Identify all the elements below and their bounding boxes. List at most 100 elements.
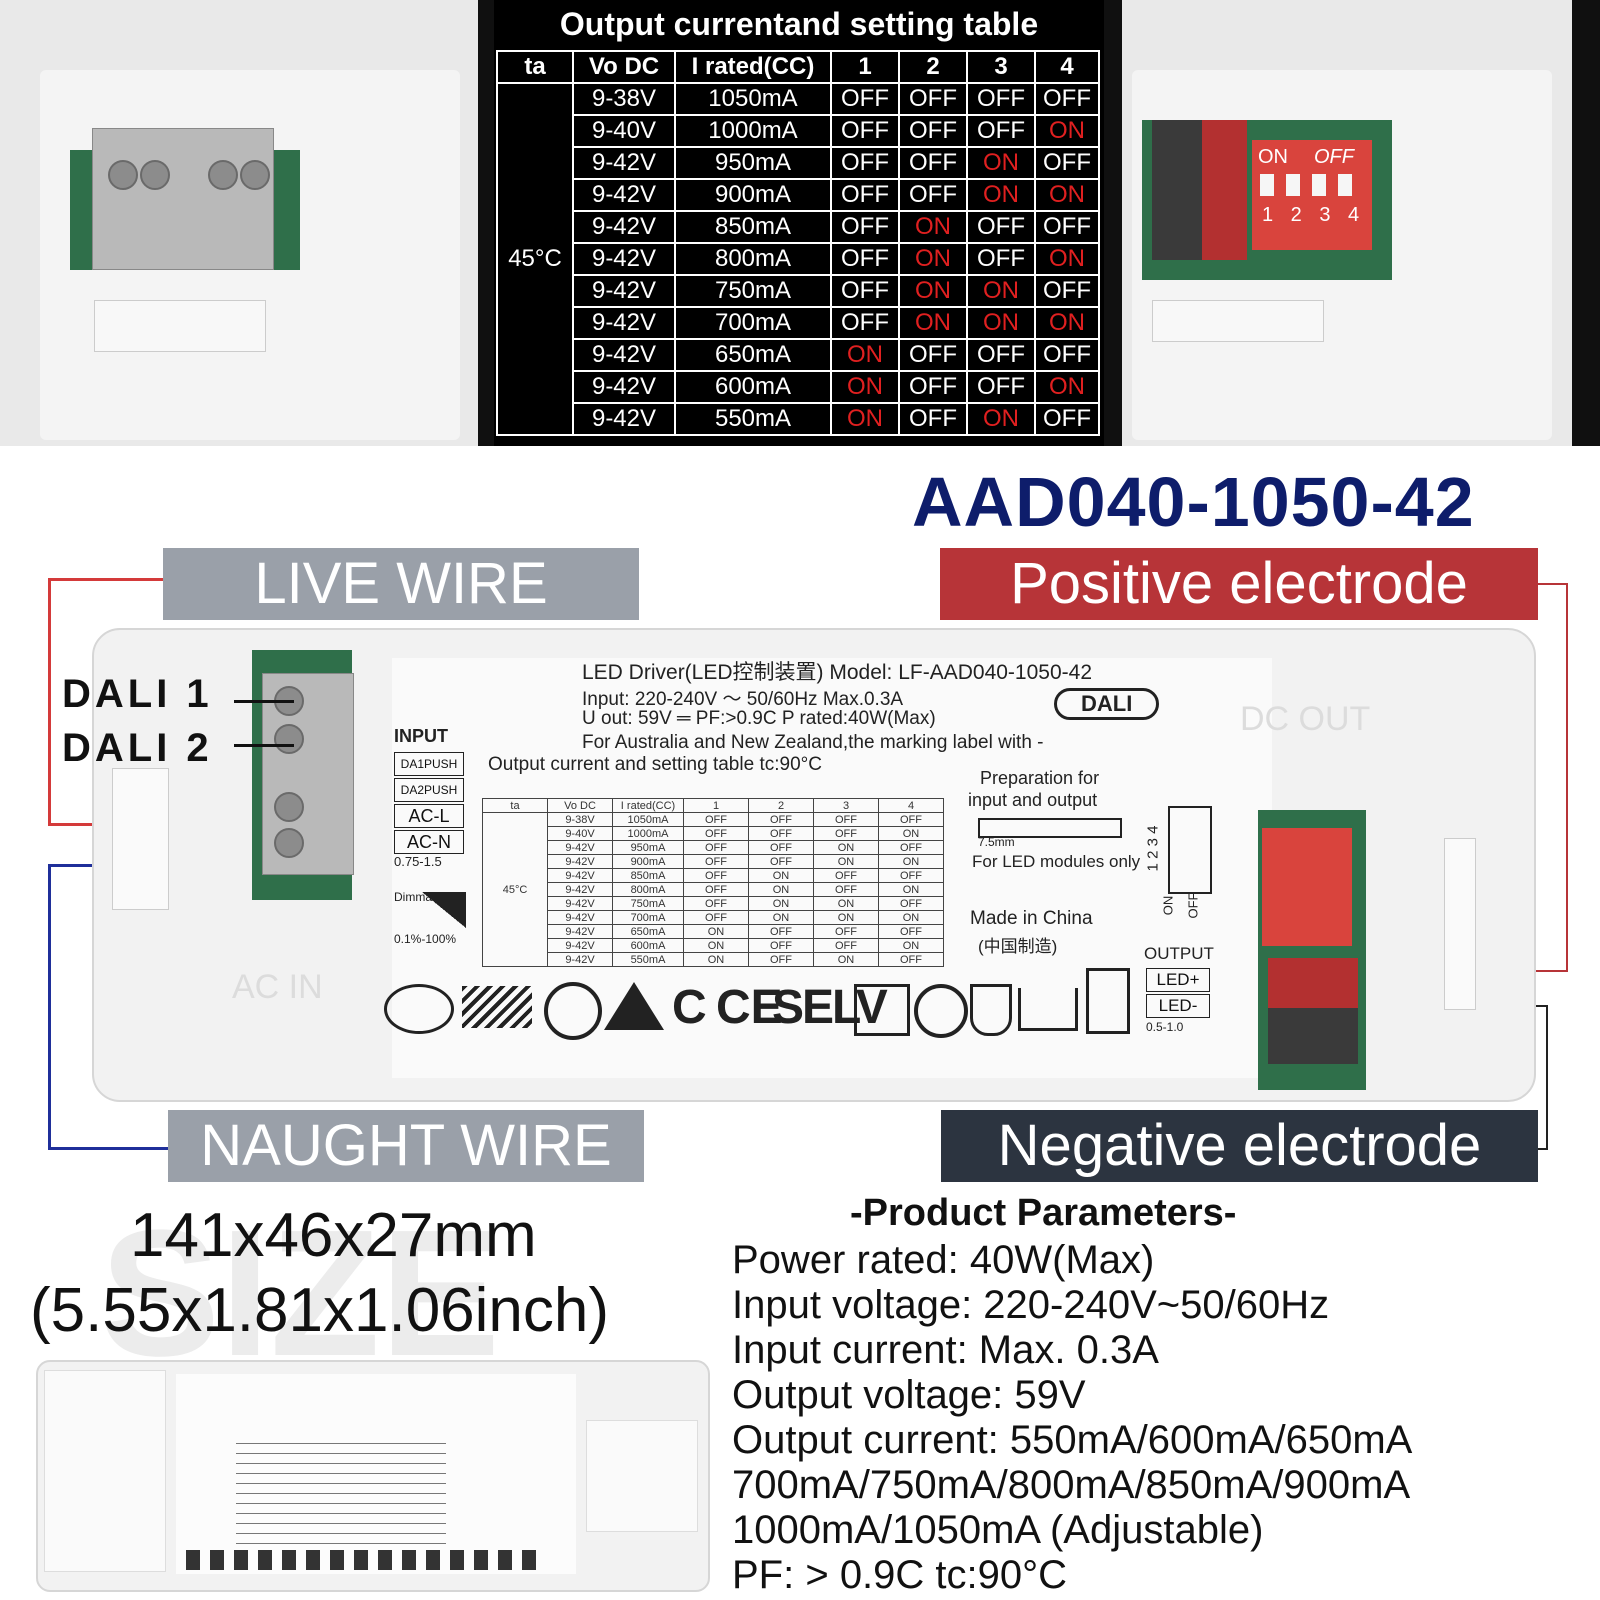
table-cell: 9-40V bbox=[572, 114, 676, 148]
live-wire-line bbox=[48, 578, 165, 581]
table-cell: ON bbox=[966, 178, 1036, 212]
table-header-cell: 4 bbox=[1034, 50, 1100, 84]
output-terminal-list: LED+LED- bbox=[1146, 968, 1210, 1020]
table-cell: 850mA bbox=[674, 210, 832, 244]
table-cell: 550mA bbox=[674, 402, 832, 436]
table-cell: OFF bbox=[1034, 82, 1100, 116]
param-line: Power rated: 40W(Max) bbox=[732, 1238, 1155, 1282]
table-cell: 9-42V bbox=[572, 306, 676, 340]
rcm-icon bbox=[604, 982, 664, 1030]
label-grid-header-cell: I rated(CC) bbox=[612, 798, 684, 813]
table-cell: 9-42V bbox=[572, 274, 676, 308]
table-cell: ON bbox=[830, 402, 900, 436]
label-grid-cell: 750mA bbox=[612, 896, 684, 911]
label-grid-cell: OFF bbox=[683, 896, 749, 911]
table-cell: ON bbox=[898, 210, 968, 244]
ac-in-mark: AC IN bbox=[232, 968, 323, 1006]
table-cell: ON bbox=[1034, 370, 1100, 404]
label-grid-cell: ON bbox=[683, 952, 749, 967]
tuv-icon bbox=[544, 982, 602, 1040]
positive-electrode-label: Positive electrode bbox=[940, 548, 1538, 620]
params-title: -Product Parameters- bbox=[850, 1192, 1237, 1234]
negative-electrode-label: Negative electrode bbox=[941, 1110, 1538, 1182]
table-cell: OFF bbox=[898, 114, 968, 148]
label-grid-cell: OFF bbox=[878, 812, 944, 827]
table-cell: 9-42V bbox=[572, 338, 676, 372]
table-cell: ON bbox=[966, 274, 1036, 308]
table-cell: 800mA bbox=[674, 242, 832, 276]
label-grid-cell: ON bbox=[813, 896, 879, 911]
table-cell: ON bbox=[966, 306, 1036, 340]
shield-icon bbox=[970, 984, 1012, 1036]
input-terminal-tag: DA2PUSH bbox=[394, 778, 464, 802]
table-cell: ON bbox=[830, 370, 900, 404]
label-grid-header-cell: 3 bbox=[813, 798, 879, 813]
label-grid-header-cell: 2 bbox=[748, 798, 814, 813]
table-cell: OFF bbox=[898, 338, 968, 372]
label-grid-cell: ON bbox=[813, 854, 879, 869]
label-grid-cell: 9-42V bbox=[547, 882, 613, 897]
label-grid-cell: OFF bbox=[683, 854, 749, 869]
label-dip-on: ON bbox=[1160, 895, 1176, 916]
label-grid-cell: OFF bbox=[813, 882, 879, 897]
label-grid-cell: ON bbox=[683, 924, 749, 939]
model-title: AAD040-1050-42 bbox=[912, 463, 1475, 541]
made-in-text: Made in China bbox=[970, 908, 1093, 929]
label-grid-cell: ON bbox=[813, 952, 879, 967]
input-terminal-tag: AC-N bbox=[394, 830, 464, 854]
label-grid-cell: 9-38V bbox=[547, 812, 613, 827]
dc-out-mark: DC OUT bbox=[1240, 700, 1371, 738]
label-grid-cell: ON bbox=[878, 938, 944, 953]
label-grid-cell: OFF bbox=[813, 826, 879, 841]
small-driver-image bbox=[36, 1360, 716, 1592]
double-insulation-icon bbox=[854, 984, 910, 1036]
label-grid-cell: ON bbox=[878, 854, 944, 869]
label-grid-cell: 9-42V bbox=[547, 854, 613, 869]
label-grid-cell: 550mA bbox=[612, 952, 684, 967]
table-header-cell: 3 bbox=[966, 50, 1036, 84]
param-line: Input voltage: 220-240V~50/60Hz bbox=[732, 1283, 1330, 1327]
table-cell: OFF bbox=[830, 306, 900, 340]
naught-wire-line bbox=[48, 864, 51, 1148]
label-grid-cell: 800mA bbox=[612, 882, 684, 897]
table-cell: 9-42V bbox=[572, 146, 676, 180]
table-cell: 9-42V bbox=[572, 178, 676, 212]
dip-numbers: 1 2 3 4 bbox=[1262, 204, 1366, 226]
led-only-text: For LED modules only bbox=[972, 852, 1141, 871]
label-grid-cell: 9-42V bbox=[547, 924, 613, 939]
table-cell: OFF bbox=[830, 178, 900, 212]
label-dip-nums: 1 2 3 4 bbox=[1144, 825, 1162, 872]
label-grid-cell: OFF bbox=[878, 868, 944, 883]
label-line-3: U out: 59V ═ PF:>0.9C P rated:40W(Max) bbox=[582, 708, 936, 729]
label-grid-cell: 600mA bbox=[612, 938, 684, 953]
table-cell: OFF bbox=[1034, 274, 1100, 308]
table-cell: ON bbox=[898, 274, 968, 308]
label-grid-cell: OFF bbox=[683, 812, 749, 827]
size-metric: 141x46x27mm bbox=[130, 1201, 537, 1270]
dip-off-text: OFF bbox=[1314, 146, 1354, 168]
dali-logo: DALI bbox=[1054, 688, 1160, 720]
table-cell: ON bbox=[898, 242, 968, 276]
output-title: OUTPUT bbox=[1144, 944, 1214, 963]
table-cell: OFF bbox=[830, 210, 900, 244]
label-grid-cell: OFF bbox=[878, 924, 944, 939]
label-grid-cell: OFF bbox=[748, 826, 814, 841]
table-title: Output currentand setting table bbox=[559, 6, 1039, 42]
table-header-cell: ta bbox=[496, 50, 574, 84]
ta-cell: 45°C bbox=[496, 82, 574, 436]
led-driver-image: AC IN LED Driver(LED控制装置) Model: LF-AAD0… bbox=[62, 628, 1536, 1102]
label-grid-cell: OFF bbox=[748, 840, 814, 855]
label-grid-cell: 9-42V bbox=[547, 840, 613, 855]
